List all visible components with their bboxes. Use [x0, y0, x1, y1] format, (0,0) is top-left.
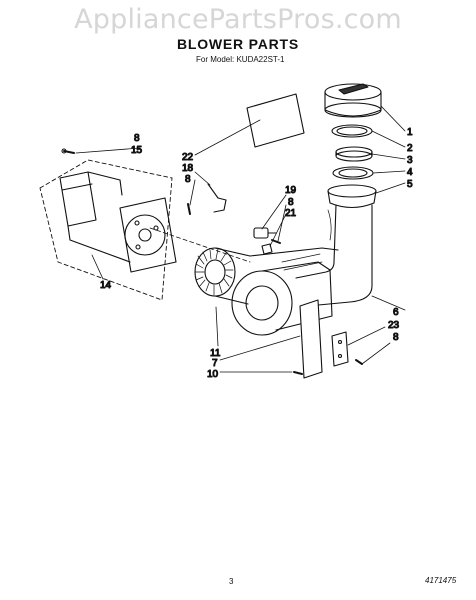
callout-14: 14	[100, 280, 112, 291]
callout-18: 18	[182, 163, 194, 174]
callout-1: 1	[407, 127, 413, 138]
leader-lines	[75, 105, 406, 373]
watermark: AppliancePartsPros.com	[74, 4, 402, 35]
callout-8-bottom: 8	[393, 332, 399, 343]
callout-10: 10	[207, 369, 219, 380]
seal-ring	[331, 124, 373, 138]
callout-15: 15	[131, 145, 143, 156]
spacer-ring	[332, 166, 374, 180]
motor-plate	[119, 197, 177, 273]
clamp-ring	[335, 146, 373, 162]
callout-labels: 1 2 3 4 5 6 23 8 8 15 22 18 8 19 8 21 14…	[99, 126, 413, 380]
callout-3: 3	[407, 155, 413, 166]
mounting-bracket	[299, 299, 323, 379]
screw-8-mid	[271, 239, 281, 244]
blower-cap	[324, 83, 382, 118]
callout-5: 5	[407, 179, 413, 190]
duct-collar	[327, 184, 377, 209]
callout-8-top: 8	[134, 133, 140, 144]
document-number: 4171475	[425, 576, 457, 585]
gasket-plate	[246, 93, 305, 148]
callout-7: 7	[212, 358, 218, 369]
callout-22: 22	[182, 152, 194, 163]
callout-8-left: 8	[185, 174, 191, 185]
screw-10	[293, 371, 303, 375]
motor-assembly-outline	[39, 159, 173, 301]
callout-6: 6	[393, 307, 399, 318]
callout-23: 23	[388, 320, 400, 331]
callout-8-mid: 8	[288, 197, 294, 208]
callout-19: 19	[285, 185, 297, 196]
callout-21: 21	[285, 208, 297, 219]
bracket-18	[207, 183, 227, 213]
callout-11: 11	[210, 348, 221, 359]
thermostat	[253, 227, 277, 239]
screw-8-left	[187, 203, 191, 215]
motor-shaft-line	[149, 227, 251, 263]
callout-2: 2	[407, 143, 413, 154]
page-title: BLOWER PARTS	[176, 36, 300, 52]
motor-bracket	[59, 171, 131, 263]
page-number: 3	[229, 577, 234, 586]
screw-15	[61, 148, 75, 154]
screw-8-bottom	[355, 359, 363, 365]
bracket-23	[331, 331, 349, 367]
model-line: For Model: KUDA22ST-1	[196, 55, 285, 64]
callout-4: 4	[407, 167, 413, 178]
duct-housing	[231, 204, 373, 336]
clip-21	[261, 243, 273, 255]
blower-wheel	[194, 247, 251, 305]
